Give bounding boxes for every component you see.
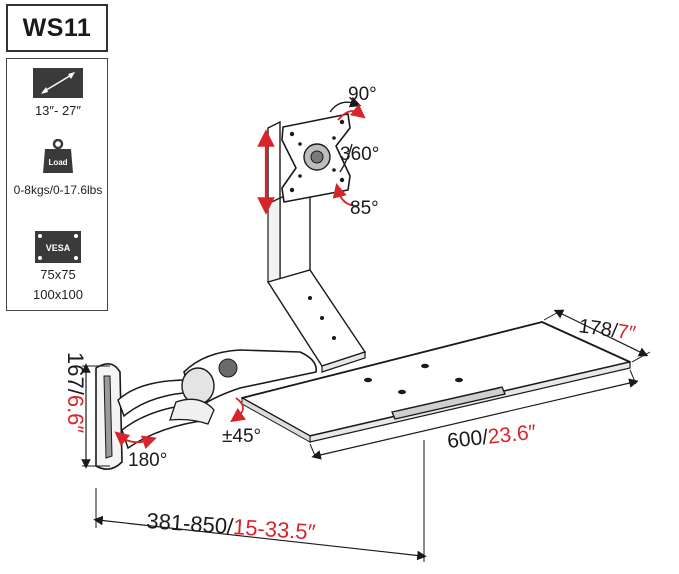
vesa-size-2: 100x100 <box>33 287 83 302</box>
arm-swivel-label: 180° <box>128 450 167 471</box>
model-name: WS11 <box>6 4 108 52</box>
vesa-icon: VESA <box>35 231 81 263</box>
keyboard-tray <box>241 321 631 443</box>
tilt-up-label: 90° <box>348 84 377 105</box>
spec-column: 13″- 27″ Load 0-8kgs/0-17.6lbs VESA 75x7… <box>6 58 108 311</box>
angle-labels: 90° 360° 85° ±45° 180° <box>128 84 379 471</box>
vesa-size-1: 75x75 <box>40 267 76 282</box>
wall-mount-arm <box>95 349 317 470</box>
weight-icon: Load <box>43 139 73 173</box>
tilt-indicators <box>114 96 366 450</box>
screen-size-icon <box>33 68 83 98</box>
load-badge-text: Load <box>48 158 67 167</box>
spec-panel: WS11 13″- 27″ Load 0-8kgs/0-17.6lbs VESA… <box>6 4 110 311</box>
screen-size-label: 13″- 27″ <box>34 103 82 118</box>
swivel-label: ±45° <box>222 426 261 447</box>
vesa-badge-text: VESA <box>46 243 71 253</box>
tray-depth-label: 178/7″ <box>577 315 637 345</box>
rotation-label: 360° <box>340 144 379 165</box>
height-label: 167/6.6″ <box>63 352 88 433</box>
reach-label: 381-850/15-33.5″ <box>146 508 317 545</box>
load-weight-label: 0-8kgs/0-17.6lbs <box>13 183 103 197</box>
tilt-down-label: 85° <box>350 198 379 219</box>
dimension-lines <box>81 309 651 562</box>
vesa-plate <box>281 113 351 203</box>
tray-width-label: 600/23.6″ <box>446 421 538 453</box>
